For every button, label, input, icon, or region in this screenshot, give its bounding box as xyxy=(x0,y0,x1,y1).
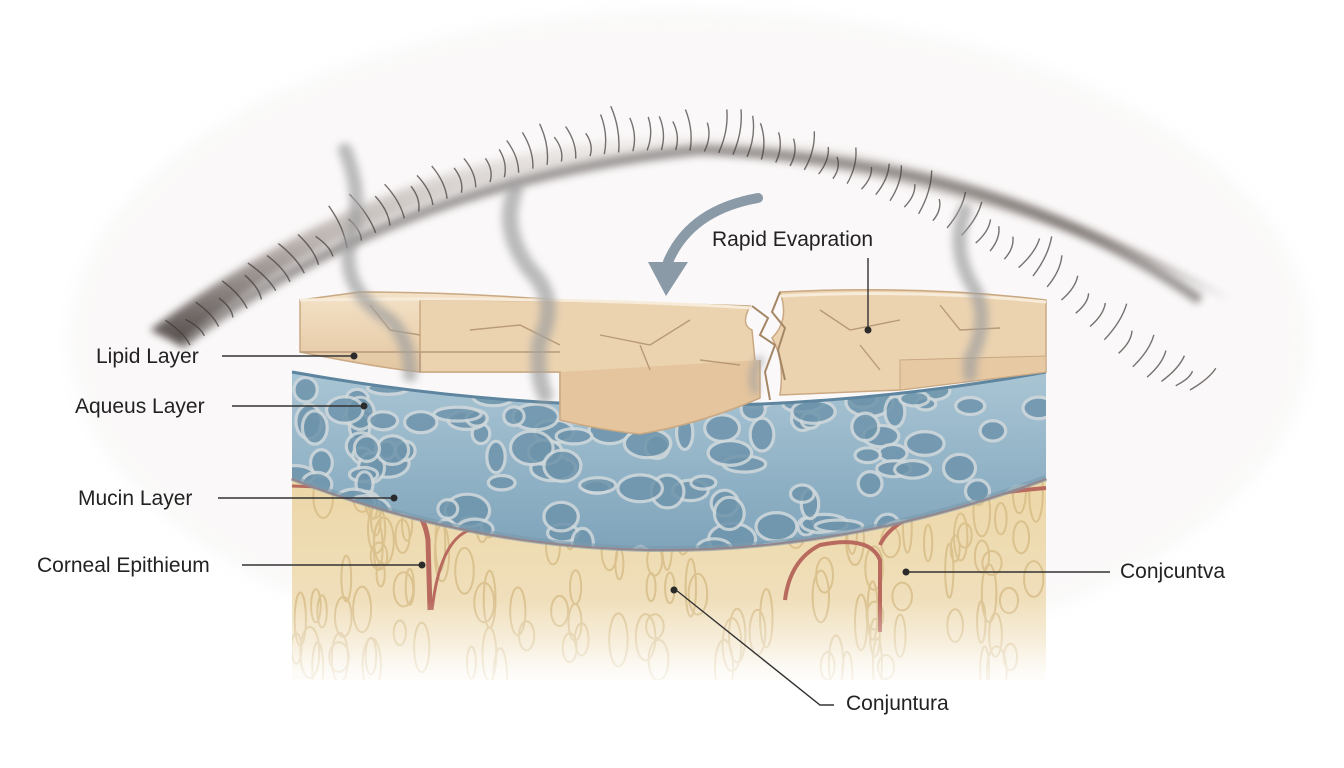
conjunctiva-label: Conjcuntva xyxy=(1120,560,1226,583)
mucin-layer-label: Mucin Layer xyxy=(78,487,193,510)
eyelid xyxy=(150,137,1230,350)
aqueous-layer-tissue xyxy=(290,370,1048,552)
eyelash-icon xyxy=(165,105,1217,391)
vapor-icon xyxy=(338,143,989,403)
curved-arrow-icon xyxy=(648,193,763,296)
corneal-epithelium-label: Corneal Epithieum xyxy=(37,554,210,577)
rapid-evaporation-label: Rapid Evapration xyxy=(712,228,874,251)
leader-lines xyxy=(218,258,1110,706)
lipid-layer-tissue xyxy=(299,289,1047,435)
conjunctura-label: Conjuntura xyxy=(846,692,949,715)
aqueous-layer-label: Aqueus Layer xyxy=(75,395,205,418)
lipid-layer-label: Lipid Layer xyxy=(96,345,199,368)
anchor-dots xyxy=(350,326,910,594)
